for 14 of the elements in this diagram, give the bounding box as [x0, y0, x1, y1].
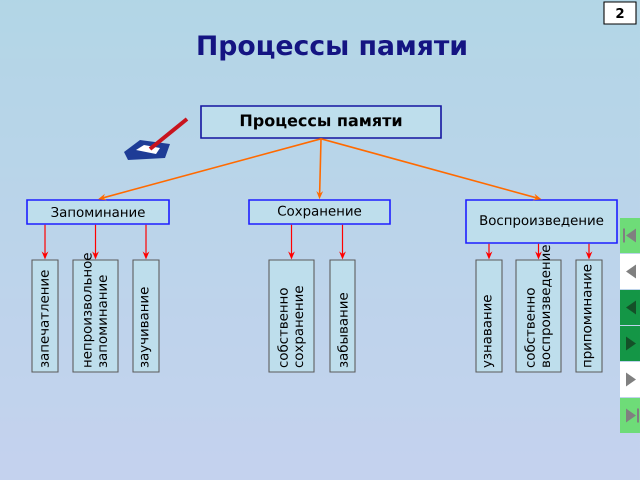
- item-box: запечатление: [31, 259, 59, 373]
- item-box: собственно воспроизведение: [515, 245, 562, 373]
- title: Процессы памяти: [198, 36, 466, 60]
- item-box: узнавание: [475, 259, 503, 373]
- root-box: Процессы памяти: [200, 105, 442, 139]
- item-box: заучивание: [132, 259, 160, 373]
- category-box: Воспроизведение: [465, 199, 618, 244]
- item-box: забывание: [329, 259, 356, 373]
- item-box: непроизвольное запоминание: [72, 253, 119, 373]
- page-number: 2: [603, 1, 637, 25]
- category-box: Запоминание: [26, 199, 170, 225]
- item-box: припоминание: [575, 259, 603, 373]
- category-box: Сохранение: [248, 199, 391, 225]
- item-box: собственно сохранение: [268, 259, 315, 373]
